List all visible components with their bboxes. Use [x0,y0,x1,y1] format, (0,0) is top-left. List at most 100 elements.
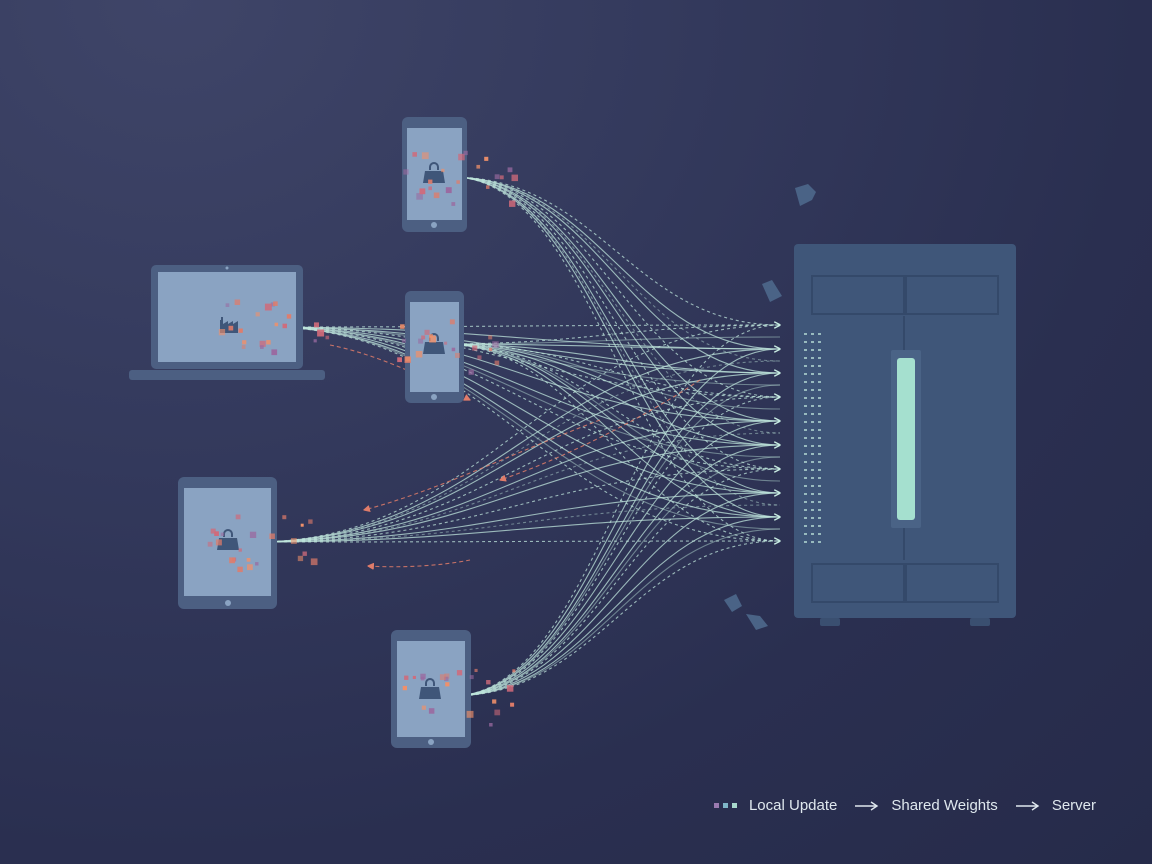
inlet-dash [818,405,821,407]
weight-link [439,343,780,493]
inlet-dash [818,413,821,415]
inlet-dash [811,477,814,479]
weight-link [451,176,780,445]
inlet-dash [811,437,814,439]
weight-link [439,343,780,517]
update-particle [228,325,234,331]
weight-link [451,541,780,697]
inlet-dash [804,333,807,335]
weight-link [265,326,780,493]
local-update-particles [207,150,821,727]
update-particle [238,328,243,333]
weight-link [265,326,780,421]
update-particle [444,341,448,345]
inlet-dash [811,541,814,543]
inlet-dash [811,381,814,383]
update-particle [266,340,271,345]
update-particle [510,702,515,707]
update-particle [402,338,406,343]
inlet-dash [818,437,821,439]
inlet-dash [804,341,807,343]
inlet-dash [811,509,814,511]
update-particle [400,324,405,329]
update-particle [225,303,230,307]
update-particle [476,164,481,169]
inlet-dash [818,517,821,519]
inlet-dash [811,469,814,471]
weight-link [451,325,780,697]
weight-link [439,343,780,445]
inlet-dash [818,485,821,487]
inlet-dash [804,365,807,367]
inlet-dash [804,421,807,423]
weight-link [253,325,780,543]
weight-link [253,373,780,543]
update-particle [456,180,460,184]
update-particle [412,152,417,157]
inlet-dash [804,429,807,431]
weight-link [364,419,601,510]
update-particle [274,322,279,327]
update-particle [456,670,463,676]
weight-link [451,176,781,434]
update-particle [445,187,452,194]
update-particle [421,152,429,160]
update-particle [214,531,219,536]
update-particle [486,680,491,685]
weight-link [451,176,780,469]
inlet-dash [804,509,807,511]
weight-link [451,456,781,697]
client-tablet [178,477,277,609]
inlet-dash [811,421,814,423]
weight-link [451,176,780,397]
legend-server: Server [1051,797,1096,814]
inlet-dash [811,365,814,367]
inlet-dash [811,333,814,335]
inlet-dash [804,517,807,519]
update-particle [445,682,450,687]
inlet-dash [804,405,807,407]
weight-link [451,445,780,697]
weight-link [451,384,781,697]
weight-link [265,326,780,373]
inlet-dash [818,389,821,391]
inlet-dash [804,493,807,495]
inlet-dash [804,453,807,455]
inlet-dash [811,389,814,391]
update-particle [421,705,426,710]
client-phone-top [402,117,467,232]
update-particle [270,302,275,307]
client-laptop [129,265,325,380]
weight-links [253,176,781,697]
inlet-dash [804,389,807,391]
update-particle [511,174,518,182]
weight-link [253,397,780,543]
weight-link [451,176,780,349]
update-particle [310,558,318,566]
inlet-dash [804,477,807,479]
update-particle [444,673,450,679]
inlet-dash [804,437,807,439]
weight-link [253,493,780,543]
legend: Local Update Shared Weights Server [713,797,1096,814]
weight-link [368,559,471,567]
weight-link [253,360,781,543]
inlet-dash [804,461,807,463]
legend-shared-weights: Shared Weights [891,797,998,814]
update-particle [264,303,272,311]
update-particle [273,301,278,306]
update-particle [477,355,482,360]
update-particle [492,699,497,704]
update-particle [259,340,266,347]
update-particle [472,345,478,351]
update-particle [317,329,325,337]
weight-link [451,517,780,697]
inlet-dash [818,509,821,511]
client-phone-bottom [391,630,471,748]
weight-link [265,326,780,469]
update-particle [469,675,474,680]
inlet-dash [804,397,807,399]
update-particle [428,179,433,184]
weight-link [451,176,780,493]
weight-link [451,528,781,697]
